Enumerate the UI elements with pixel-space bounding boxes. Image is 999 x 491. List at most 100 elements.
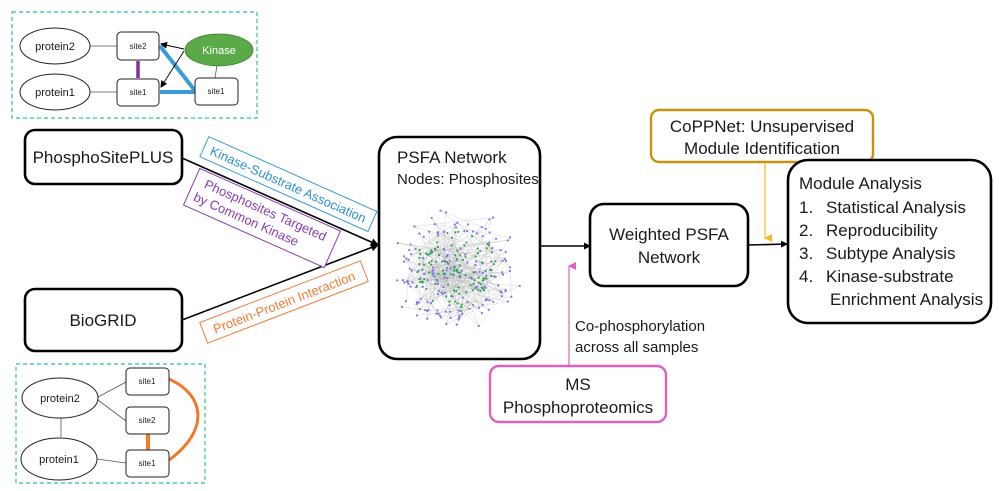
network-node: [472, 304, 475, 307]
network-node: [409, 243, 412, 246]
network-node: [414, 247, 417, 251]
network-node: [476, 252, 480, 255]
network-node: [431, 299, 434, 303]
network-edge: [453, 274, 477, 288]
network-node: [460, 269, 463, 272]
network-node: [442, 230, 446, 233]
network-node: [449, 272, 452, 276]
network-node: [504, 288, 507, 291]
node-protein1-b: [20, 437, 98, 481]
network-node: [462, 258, 465, 262]
network-node: [468, 307, 471, 311]
item-4-label: Kinase-substrate: [826, 267, 954, 286]
network-graph: [396, 209, 521, 328]
network-node: [455, 270, 458, 273]
network-node: [479, 282, 482, 286]
network-node: [473, 278, 476, 282]
network-edge: [421, 281, 428, 303]
label-ppi: Protein-Protein Interaction: [199, 260, 369, 344]
network-edge: [449, 296, 512, 306]
network-node: [407, 282, 410, 286]
network-node: [490, 251, 494, 254]
network-node: [456, 302, 459, 305]
network-node: [459, 309, 463, 313]
network-node: [431, 273, 434, 276]
network-edge: [451, 237, 461, 256]
network-node: [482, 277, 485, 280]
network-node: [449, 316, 452, 319]
network-edge: [436, 292, 502, 314]
network-node: [492, 300, 495, 303]
example-frame-bottom: [15, 363, 206, 484]
module-analysis-title: Module Analysis: [799, 174, 922, 193]
network-node: [430, 216, 433, 220]
network-node: [503, 257, 506, 260]
network-node: [427, 253, 431, 256]
network-node: [518, 284, 521, 288]
network-node: [413, 225, 416, 228]
label-common-kinase-frame: [182, 167, 342, 269]
network-node: [396, 279, 399, 282]
network-node: [430, 259, 433, 263]
network-edge: [438, 288, 476, 314]
network-node: [445, 295, 448, 298]
network-edge: [409, 240, 508, 251]
network-edge: [409, 249, 455, 291]
network-node: [424, 308, 427, 312]
network-edge: [435, 231, 459, 284]
network-node: [474, 270, 477, 274]
network-node: [477, 281, 480, 284]
network-node: [444, 310, 447, 313]
network-edge: [454, 266, 462, 271]
network-node: [461, 296, 464, 299]
network-node: [444, 260, 448, 263]
network-node: [403, 281, 406, 284]
network-node: [437, 312, 440, 315]
network-node: [469, 276, 472, 279]
network-edge: [414, 217, 494, 227]
network-edge: [485, 263, 494, 272]
network-edge: [416, 256, 447, 305]
label-site1-top: site1: [139, 377, 156, 386]
label-site2-b: site2: [139, 416, 156, 425]
network-node: [443, 276, 446, 279]
arrow-kinase-site1: [160, 50, 185, 88]
item-3-num: 3.: [799, 244, 813, 263]
network-node: [439, 209, 442, 212]
network-node: [448, 310, 452, 313]
network-node: [444, 211, 448, 214]
network-node: [460, 303, 463, 306]
co-phos-line2: across all samples: [575, 339, 698, 356]
network-edge: [419, 270, 457, 310]
network-node: [418, 263, 421, 266]
network-edge: [433, 267, 495, 277]
network-node: [430, 249, 433, 252]
psfa-title: PSFA Network: [397, 148, 507, 167]
arrow-weighted-module: [747, 240, 788, 248]
network-node: [481, 234, 484, 238]
network-node: [419, 297, 422, 300]
node-site1-bottom: [125, 449, 170, 478]
network-node: [445, 276, 448, 280]
network-node: [402, 255, 405, 258]
network-node: [436, 245, 440, 249]
network-node: [492, 275, 496, 278]
label-kinase: Kinase: [202, 45, 236, 57]
network-node: [464, 253, 467, 256]
edge-ks-site2: [158, 44, 198, 94]
label-ppi-frame: [199, 260, 369, 344]
network-node: [485, 247, 488, 250]
network-node: [485, 277, 488, 280]
network-edge: [441, 224, 456, 262]
network-node: [463, 229, 466, 233]
network-edge: [477, 253, 485, 291]
psfa-subtitle: Nodes: Phosphosites: [397, 171, 539, 188]
item-1-num: 1.: [799, 198, 813, 217]
network-node: [473, 287, 477, 290]
network-node: [477, 276, 480, 279]
network-edge: [420, 272, 483, 283]
network-node: [481, 279, 485, 282]
ms-line1: MS: [565, 375, 591, 394]
node-kinase: [184, 33, 254, 67]
